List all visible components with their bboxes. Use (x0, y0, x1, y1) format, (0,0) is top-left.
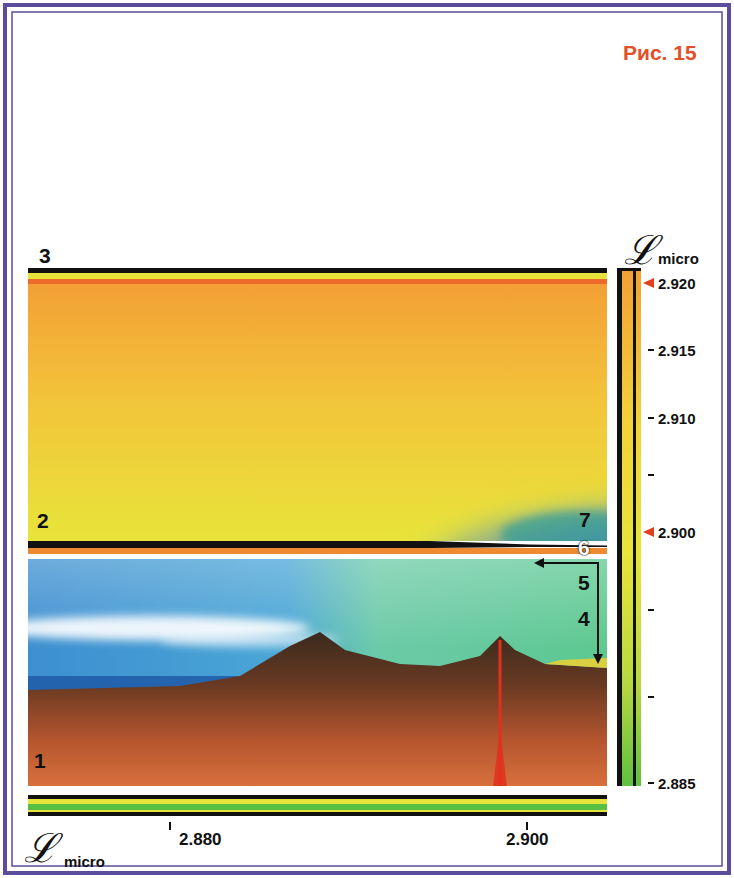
callout-number: 3 (39, 245, 51, 266)
callout-number: 4 (578, 608, 590, 629)
callout-number: 7 (579, 509, 591, 530)
callout-number: 2 (37, 510, 49, 531)
scale-value: 2.910 (658, 411, 696, 426)
axis-symbol: ℒ (24, 828, 57, 868)
callout-number: 1 (34, 750, 46, 771)
axis-symbol: ℒ (624, 230, 657, 270)
axis-subscript: micro (658, 251, 699, 266)
figure-title: Рис. 15 (623, 42, 697, 63)
scale-value: 2.900 (658, 525, 696, 540)
scale-value: 2.920 (658, 276, 696, 291)
axis-value: 2.880 (179, 831, 222, 848)
axis-subscript: micro (64, 854, 105, 869)
scale-value: 2.885 (658, 776, 696, 791)
scale-value: 2.915 (658, 343, 696, 358)
callout-number: 6 (578, 537, 590, 558)
callout-number: 5 (578, 572, 590, 593)
axis-value: 2.900 (506, 831, 549, 848)
